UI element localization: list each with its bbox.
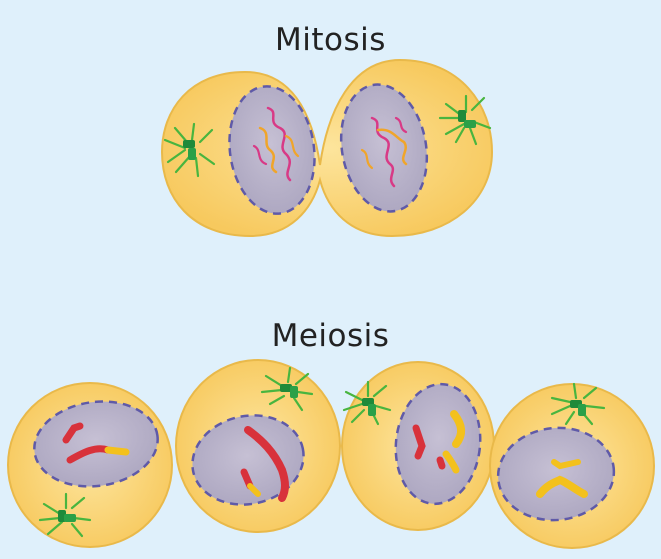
meiosis-centrosome-4 <box>550 382 606 426</box>
mitosis-group <box>160 58 494 238</box>
mitosis-left-nucleus <box>228 85 316 215</box>
mitosis-title: Mitosis <box>275 22 386 58</box>
meiosis-centrosome-1 <box>38 492 92 538</box>
meiosis-chromosomes-4 <box>536 459 588 498</box>
meiosis-title: Meiosis <box>271 318 390 354</box>
meiosis-nucleus-1 <box>33 400 159 488</box>
mitosis-right-nucleus <box>339 83 429 213</box>
meiosis-centrosome-3 <box>342 380 392 426</box>
mitosis-left-centrosome <box>163 122 216 178</box>
meiosis-chromosomes-3 <box>412 410 465 474</box>
meiosis-chromosomes-1 <box>62 422 130 464</box>
mitosis-right-centrosome <box>438 94 492 146</box>
meiosis-nucleus-3 <box>394 382 482 506</box>
mitosis-dividing-cell <box>160 58 494 238</box>
meiosis-group <box>7 359 655 549</box>
meiosis-chromosomes-2 <box>240 426 289 502</box>
mitosis-right-chromatin <box>360 116 408 188</box>
mitosis-left-chromatin <box>252 106 300 182</box>
meiosis-centrosome-2 <box>260 366 314 412</box>
meiosis-nucleus-2 <box>191 414 305 506</box>
